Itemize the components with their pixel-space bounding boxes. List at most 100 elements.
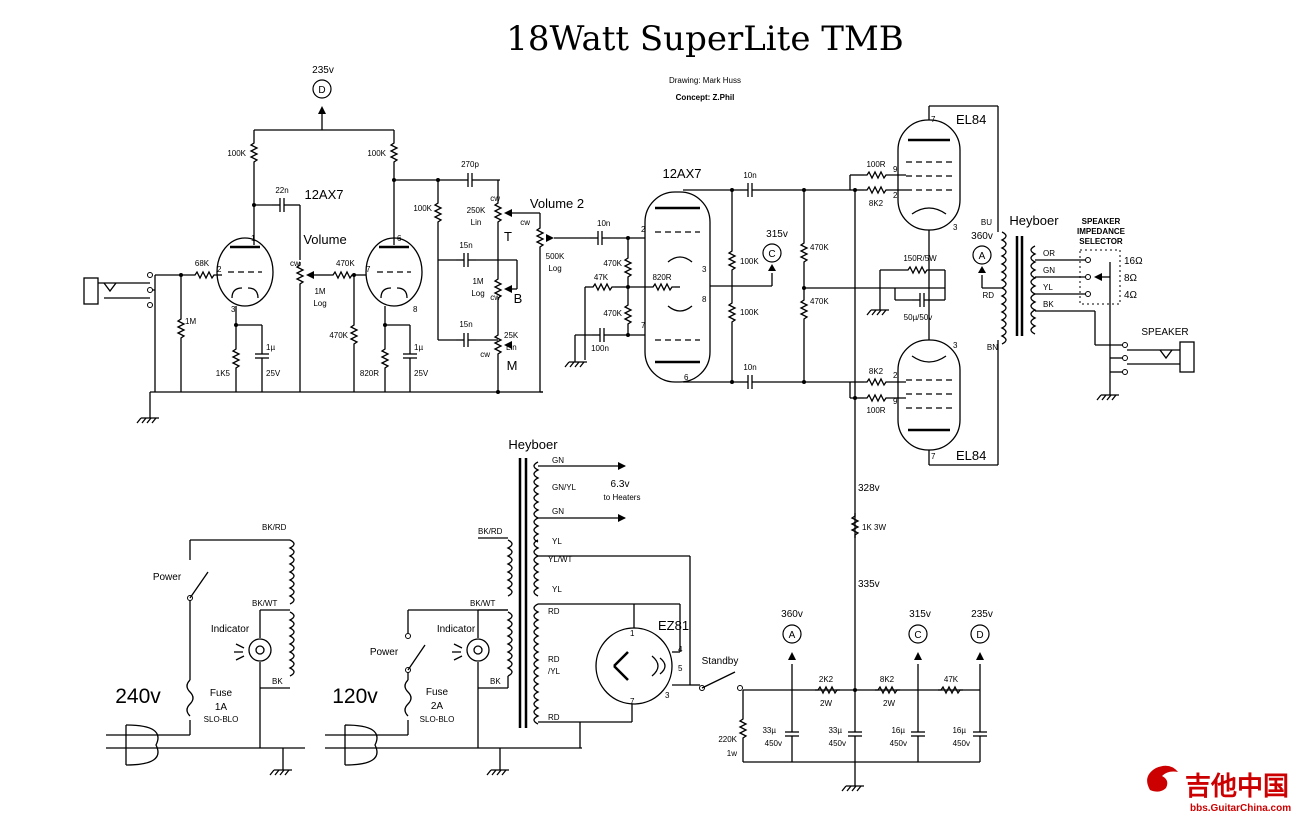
speaker-jack[interactable] [1110,341,1195,375]
power-label-120: Power [370,647,399,658]
svg-text:7: 7 [630,697,635,706]
svg-text:8: 8 [413,305,418,314]
svg-text:2A: 2A [431,701,444,712]
svg-text:GN/YL: GN/YL [552,483,577,492]
svg-text:12AX7: 12AX7 [662,166,701,181]
mains-240v: 240v Fuse 1A SLO-BLO Power BK/RD BK/WT B… [106,523,305,776]
svg-text:315v: 315v [909,609,931,620]
svg-text:Indicator: Indicator [211,624,250,635]
svg-text:335v: 335v [858,579,880,590]
svg-text:820R: 820R [652,273,671,282]
svg-text:1µ: 1µ [266,343,275,352]
preamp-tube-label: 12AX7 [304,187,343,202]
svg-text:1A: 1A [215,702,228,713]
svg-text:100K: 100K [413,204,432,213]
svg-text:16Ω: 16Ω [1124,256,1143,267]
svg-text:1M: 1M [314,287,325,296]
tonestack: 270p 100K 15n 15n cw 250K Lin T 1M Log B… [392,160,590,394]
svg-text:8: 8 [702,295,707,304]
svg-text:SLO-BLO: SLO-BLO [204,715,239,724]
volume2-label: Volume 2 [530,196,584,211]
svg-text:10n: 10n [743,363,756,372]
svg-text:1M: 1M [472,277,483,286]
power-switch-240[interactable] [189,571,209,599]
svg-text:25V: 25V [414,369,429,378]
svg-text:YL: YL [552,585,562,594]
svg-text:cw: cw [490,194,500,203]
svg-text:47K: 47K [944,675,959,684]
output-transformer: Heyboer BU RD BN OR GN YL BK SPEAKER IMP… [981,213,1195,401]
preamp-stage: 235v D 100K 100K 1 2 3 6 7 8 12AX7 22n [83,65,543,424]
svg-text:8K2: 8K2 [880,675,895,684]
fuse-120-icon [404,679,412,717]
svg-text:BK/WT: BK/WT [252,599,277,608]
svg-text:Lin: Lin [471,218,482,227]
svg-text:BU: BU [981,218,992,227]
svg-text:3: 3 [231,305,236,314]
svg-text:1µ: 1µ [414,343,423,352]
plug-120-icon [344,724,378,766]
svg-text:OR: OR [1043,249,1055,258]
svg-text:8Ω: 8Ω [1124,273,1138,284]
svg-text:7: 7 [931,115,936,124]
svg-text:220K: 220K [718,735,737,744]
svg-text:2W: 2W [883,699,895,708]
phase-inverter: 12AX7 10n 2 3 8 7 6 470K 47K 820R 470K 1… [564,166,850,390]
svg-text:9: 9 [893,165,898,174]
guitarchina-logo-icon [1147,765,1178,792]
svg-text:6: 6 [684,373,689,382]
svg-text:/YL: /YL [548,667,561,676]
svg-text:470K: 470K [810,297,829,306]
svg-text:D: D [976,630,983,641]
svg-text:Heyboer: Heyboer [508,437,558,452]
svg-text:RD: RD [548,607,560,616]
svg-text:500K: 500K [546,252,565,261]
svg-text:B: B [514,291,523,306]
svg-text:RD: RD [982,291,994,300]
node-d-letter: D [318,85,325,96]
svg-text:T: T [504,229,512,244]
svg-text:2: 2 [641,225,646,234]
svg-text:RD: RD [548,655,560,664]
svg-text:YL: YL [1043,283,1053,292]
svg-text:360v: 360v [971,231,993,242]
power-switch-120[interactable] [407,644,426,671]
svg-text:4Ω: 4Ω [1124,290,1138,301]
svg-text:YL/WT: YL/WT [548,555,573,564]
svg-text:BK/RD: BK/RD [262,523,287,532]
svg-text:5: 5 [678,664,683,673]
svg-text:25K: 25K [504,331,519,340]
svg-text:328v: 328v [858,483,880,494]
svg-text:2: 2 [217,265,222,274]
svg-text:360v: 360v [781,609,803,620]
svg-text:cw: cw [490,293,500,302]
svg-text:15n: 15n [459,241,472,250]
svg-text:450v: 450v [953,739,970,748]
svg-text:33µ: 33µ [828,726,842,735]
svg-text:cw: cw [520,218,530,227]
svg-text:270p: 270p [461,160,479,169]
svg-text:10n: 10n [597,219,610,228]
impedance-selector[interactable] [1079,249,1121,305]
svg-text:100K: 100K [740,308,759,317]
svg-text:100n: 100n [591,344,609,353]
svg-text:100R: 100R [866,160,885,169]
standby-switch[interactable] [701,671,736,689]
svg-text:SPEAKER: SPEAKER [1082,217,1121,226]
svg-text:240v: 240v [115,685,161,708]
svg-text:100R: 100R [866,406,885,415]
input-jack[interactable] [83,272,156,393]
svg-text:450v: 450v [829,739,846,748]
svg-text:Log: Log [313,299,326,308]
svg-text:235v: 235v [971,609,993,620]
preamp-supply-voltage: 235v [312,65,334,76]
svg-text:6.3v: 6.3v [611,479,630,490]
svg-text:SLO-BLO: SLO-BLO [420,715,455,724]
svg-text:50µ/50v: 50µ/50v [904,313,933,322]
svg-text:SELECTOR: SELECTOR [1079,237,1123,246]
svg-text:3: 3 [665,691,670,700]
svg-text:100K: 100K [740,257,759,266]
power-amp: EL84 7 9 2 3 EL84 3 2 9 7 100R 8K2 8K2 1… [804,105,1002,688]
indicator-lamp-120 [466,638,490,662]
